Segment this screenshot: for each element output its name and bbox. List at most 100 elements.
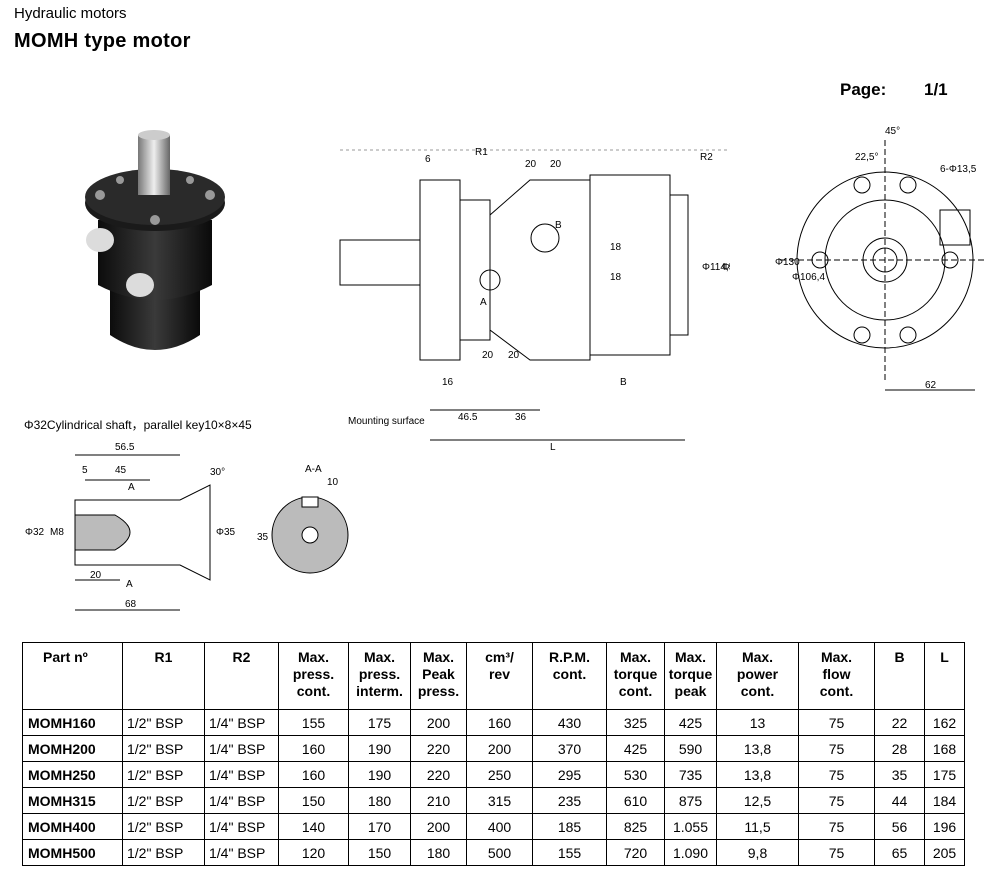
table-cell: 720: [606, 839, 665, 866]
dim-68: 68: [125, 599, 137, 610]
shaft-drawing: 56.5 5 45 A 30° M8 Φ32 Φ35 20 A 68: [25, 442, 236, 611]
table-cell: 44: [874, 787, 925, 814]
dim-20d: 20: [508, 350, 520, 361]
dim-36: 36: [515, 412, 527, 423]
table-cell: 175: [924, 761, 965, 788]
table-cell: 65: [874, 839, 925, 866]
table-cell: 1.090: [664, 839, 717, 866]
part-number-cell: MOMH500: [22, 839, 123, 866]
part-number-cell: MOMH160: [22, 709, 123, 736]
dim-5: 5: [82, 465, 88, 476]
dim-dia-130: Φ130: [775, 257, 800, 268]
dim-20: 20: [90, 570, 102, 581]
dim-port-20b: 20: [550, 159, 562, 170]
table-cell: 160: [278, 735, 349, 762]
label-port-a: A: [480, 297, 487, 308]
column-header-line: cont.: [296, 683, 331, 699]
dim-flange-thickness: 6: [425, 154, 431, 165]
table-cell: 1/4" BSP: [204, 839, 279, 866]
dim-35: 35: [257, 532, 269, 543]
table-cell: 825: [606, 813, 665, 840]
label-a-bottom: A: [126, 579, 133, 590]
part-number-cell: MOMH250: [22, 761, 123, 788]
dim-62: 62: [925, 380, 937, 391]
table-cell: 1/4" BSP: [204, 813, 279, 840]
table-cell: 12,5: [716, 787, 799, 814]
table-cell: 75: [798, 813, 875, 840]
column-header-line: press.: [358, 666, 401, 682]
column-header-line: Max.: [820, 649, 853, 665]
table-cell: 205: [924, 839, 965, 866]
table-cell: 162: [924, 709, 965, 736]
table-cell: 28: [874, 735, 925, 762]
side-view-drawing: 6 R1 20 20 R2 B 18 18 A Φ114,5 Φ117 20 2…: [339, 147, 730, 453]
column-header-line: Max.: [674, 649, 707, 665]
column-header: R1: [122, 642, 205, 710]
dim-dia-117: Φ117: [722, 262, 730, 273]
table-cell: 75: [798, 839, 875, 866]
table-cell: 1/2" BSP: [122, 787, 205, 814]
dim-46-5: 46.5: [458, 412, 478, 423]
column-header-line: cont.: [618, 683, 653, 699]
column-header-line: rev: [488, 666, 511, 682]
column-header-line: Part nº: [43, 649, 88, 665]
table-cell: 530: [606, 761, 665, 788]
column-header-line: flow: [822, 666, 851, 682]
column-header-line: R.P.M.: [549, 649, 590, 665]
table-cell: 196: [924, 813, 965, 840]
label-port-b: B: [555, 220, 562, 231]
table-cell: 160: [466, 709, 533, 736]
dim-l: L: [550, 442, 556, 453]
table-cell: 22: [874, 709, 925, 736]
table-cell: 210: [410, 787, 467, 814]
table-cell: 11,5: [716, 813, 799, 840]
section-label: A-A: [305, 464, 322, 475]
table-cell: 200: [410, 709, 467, 736]
column-header-line: press.: [292, 666, 335, 682]
table-cell: 56: [874, 813, 925, 840]
column-header-line: peak: [674, 683, 707, 699]
table-cell: 1/4" BSP: [204, 787, 279, 814]
column-header-line: cont.: [552, 666, 587, 682]
table-cell: 610: [606, 787, 665, 814]
table-cell: 500: [466, 839, 533, 866]
motor-photo: [85, 130, 225, 350]
column-header-line: Peak: [422, 666, 455, 682]
table-cell: 400: [466, 813, 533, 840]
dim-30-deg: 30°: [210, 467, 225, 478]
table-cell: 315: [466, 787, 533, 814]
column-header-line: Max.: [422, 649, 455, 665]
dim-18a: 18: [610, 242, 622, 253]
dim-10: 10: [327, 477, 339, 488]
table-cell: 75: [798, 761, 875, 788]
table-cell: 1/2" BSP: [122, 839, 205, 866]
part-number-cell: MOMH315: [22, 787, 123, 814]
table-cell: 160: [278, 761, 349, 788]
table-cell: 180: [348, 787, 411, 814]
table-cell: 75: [798, 787, 875, 814]
column-header-line: press.: [417, 683, 460, 699]
table-cell: 175: [348, 709, 411, 736]
table-cell: 190: [348, 761, 411, 788]
table-cell: 220: [410, 761, 467, 788]
table-cell: 75: [798, 735, 875, 762]
column-header: B: [874, 642, 925, 710]
dim-dia-106: Φ106,4: [792, 272, 825, 283]
table-cell: 180: [410, 839, 467, 866]
table-cell: 75: [798, 709, 875, 736]
table-cell: 155: [278, 709, 349, 736]
table-cell: 13,8: [716, 735, 799, 762]
table-cell: 13: [716, 709, 799, 736]
table-cell: 1/2" BSP: [122, 735, 205, 762]
table-cell: 155: [532, 839, 607, 866]
table-cell: 430: [532, 709, 607, 736]
column-header: Max.press.cont.: [278, 642, 349, 710]
column-header-line: Max.: [363, 649, 396, 665]
